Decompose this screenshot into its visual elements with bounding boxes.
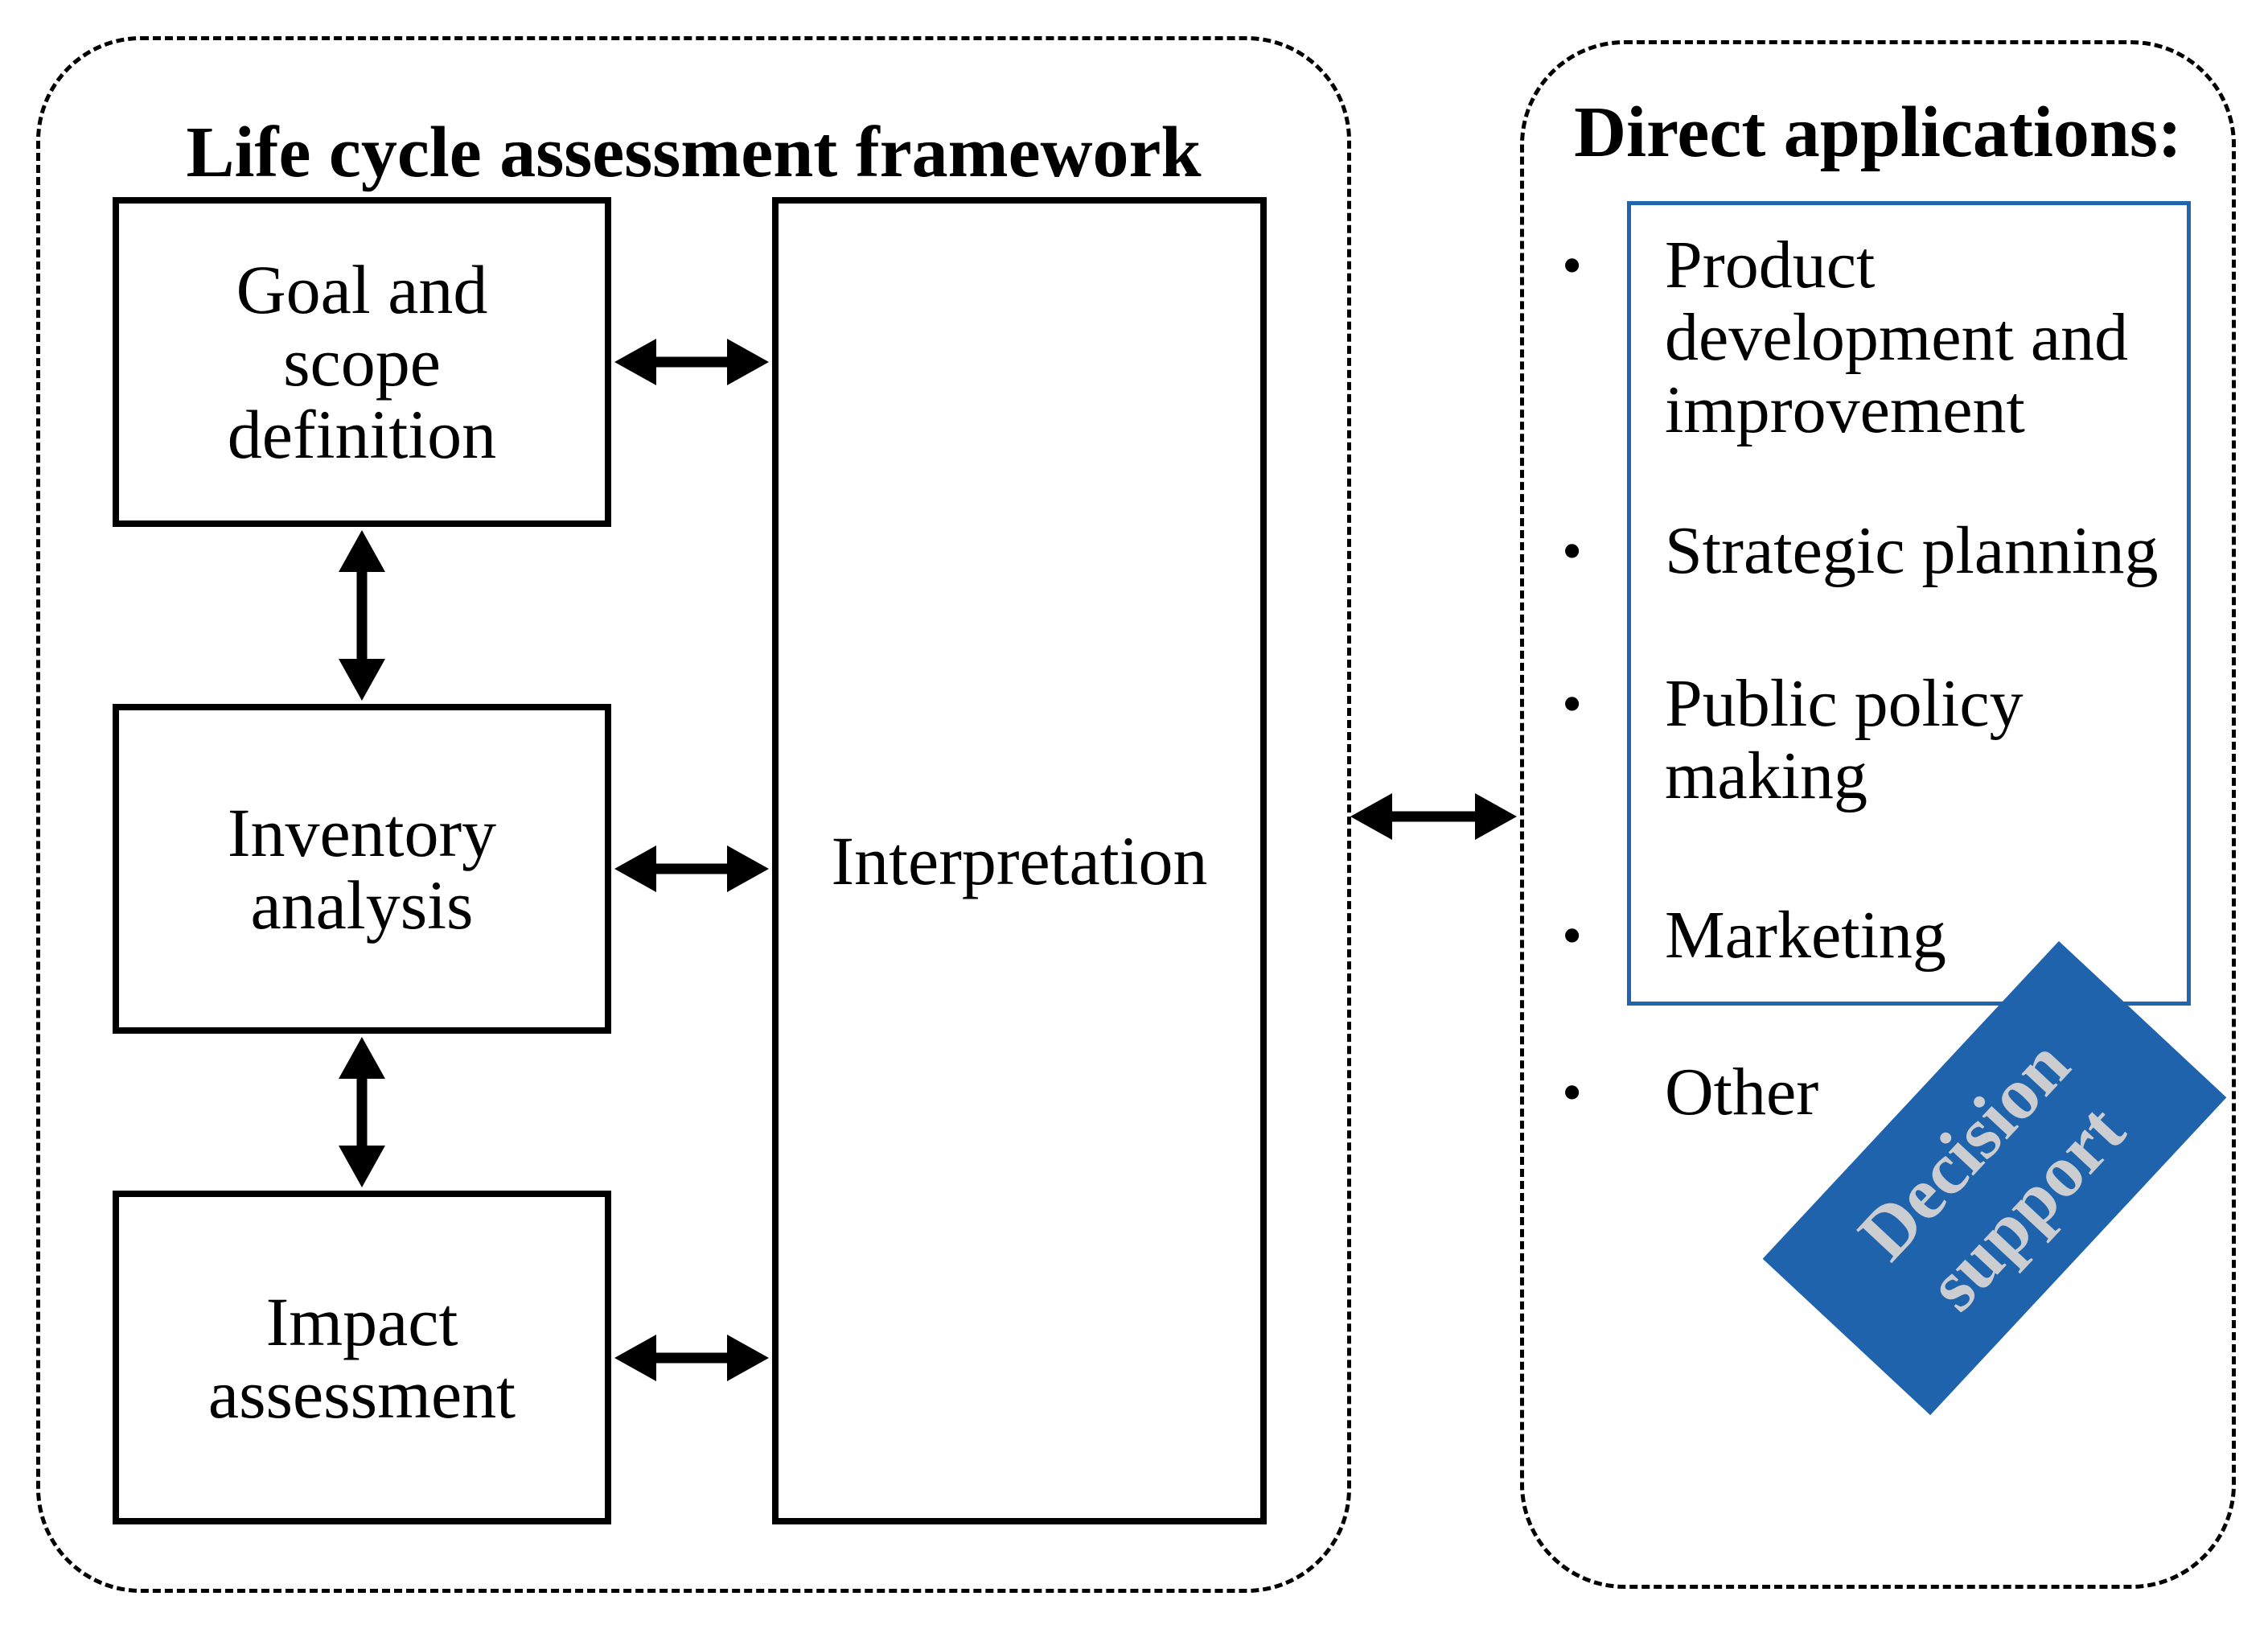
direct-applications-panel: Direct applications: • Product developme… — [1520, 40, 2236, 1589]
list-item-label: Other — [1665, 1055, 1819, 1129]
interpretation-box: Interpretation — [772, 197, 1267, 1524]
bullet-icon: • — [1562, 519, 1583, 583]
list-item-product-development: • Product development and improvement — [1536, 229, 2216, 446]
bullet-icon: • — [1562, 903, 1583, 968]
inventory-interpretation-double-arrow-icon — [614, 845, 769, 892]
lca-framework-panel: Life cycle assessment framework Goal and… — [36, 36, 1351, 1593]
impact-interpretation-double-arrow-icon — [614, 1335, 769, 1381]
list-item-marketing: • Marketing — [1536, 899, 2216, 972]
inventory-impact-double-arrow-icon — [339, 1037, 385, 1187]
goal-interpretation-double-arrow-icon — [614, 339, 769, 385]
applications-list-frame — [1627, 201, 2191, 1006]
bullet-icon: • — [1562, 233, 1583, 298]
decision-support-badge: Decision support — [1762, 940, 2227, 1416]
list-item-label: Strategic planning — [1665, 513, 2159, 588]
impact-assessment-label: Impact assessment — [207, 1282, 516, 1433]
framework-applications-double-arrow-icon — [1350, 793, 1517, 840]
list-item-label: Marketing — [1665, 898, 1946, 973]
inventory-analysis-box: Inventory analysis — [113, 704, 611, 1034]
list-item-public-policy: • Public policy making — [1536, 668, 2216, 812]
list-item-other: • Other — [1536, 1056, 2216, 1129]
goal-scope-box: Goal and scope definition — [113, 197, 611, 527]
lca-panel-title: Life cycle assessment framework — [186, 113, 1202, 192]
bullet-icon: • — [1562, 1060, 1583, 1125]
interpretation-label: Interpretation — [831, 822, 1208, 899]
bullet-icon: • — [1562, 672, 1583, 736]
list-item-label: Product development and improvement — [1665, 228, 2129, 447]
list-item-strategic-planning: • Strategic planning — [1536, 515, 2216, 587]
direct-applications-title: Direct applications: — [1574, 93, 2182, 172]
goal-scope-label: Goal and scope definition — [227, 251, 497, 473]
goal-inventory-double-arrow-icon — [339, 530, 385, 701]
impact-assessment-box: Impact assessment — [113, 1191, 611, 1524]
inventory-analysis-label: Inventory analysis — [227, 794, 497, 944]
list-item-label: Public policy making — [1665, 666, 2024, 813]
